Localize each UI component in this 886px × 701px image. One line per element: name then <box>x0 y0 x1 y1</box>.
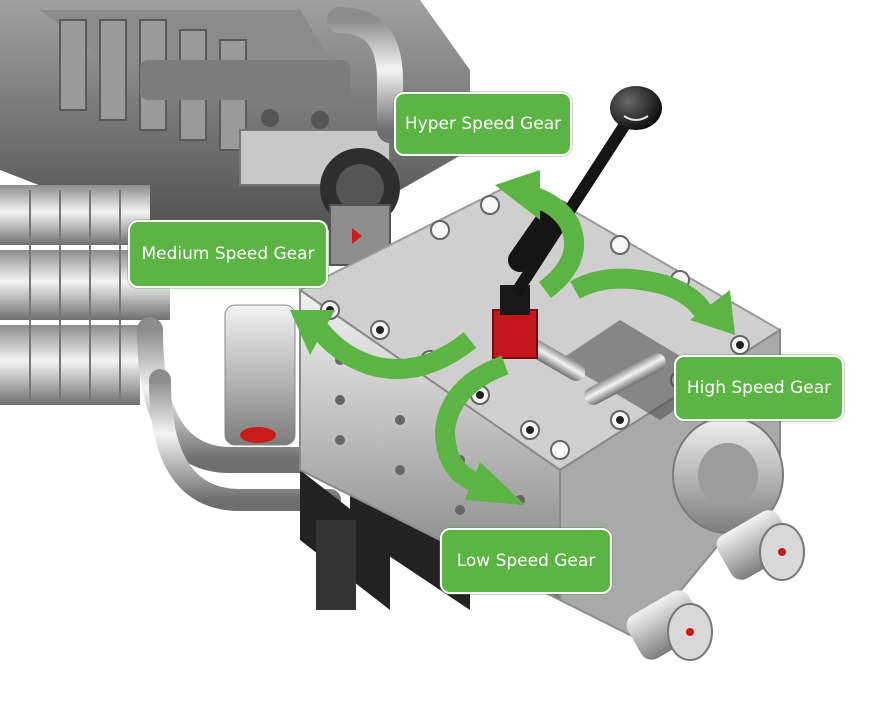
arrow-low <box>434 355 509 492</box>
arrow-medium-head <box>290 310 335 355</box>
medium-speed-gear-label: Medium Speed Gear <box>128 220 328 288</box>
hyper-speed-gear-label: Hyper Speed Gear <box>394 92 572 156</box>
arrow-heads <box>290 170 735 505</box>
arrow-high <box>570 268 714 320</box>
arrow-low-head <box>465 462 525 505</box>
arrow-hyper-head <box>495 170 540 220</box>
output-shafts <box>626 416 805 661</box>
shift-lever <box>492 86 662 359</box>
shift-arrows <box>312 185 714 492</box>
arrow-hyper <box>526 185 585 298</box>
arrow-high-head <box>690 290 735 335</box>
high-speed-gear-label: High Speed Gear <box>674 355 844 421</box>
arrow-medium <box>312 323 477 380</box>
engine-block <box>0 0 470 266</box>
low-speed-gear-label: Low Speed Gear <box>440 528 612 594</box>
